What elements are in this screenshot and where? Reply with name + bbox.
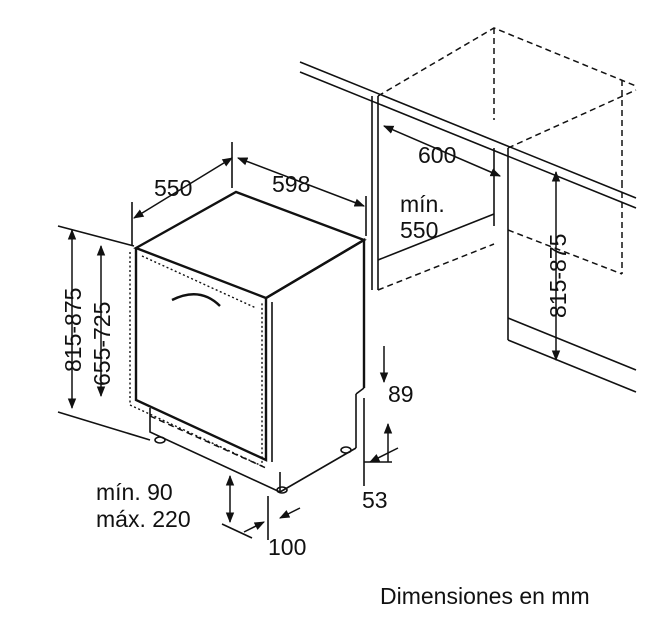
total-height-label: 815-875 [60,288,86,372]
units-caption: Dimensiones en mm [380,583,590,609]
foot-height-dimension [221,474,253,539]
plinth-dimensions [363,346,399,486]
plinth-top-label: 89 [388,381,414,407]
niche-width-dimension [383,125,501,177]
depth-dimension [131,142,233,246]
total-height-dimension [57,225,151,441]
niche-min-value: 550 [400,217,438,243]
niche-height-label: 815-875 [545,234,571,318]
foot-depth-dimension [243,496,301,540]
plinth-bottom-label: 53 [362,487,388,513]
niche-outline [299,27,637,393]
foot-min-label: mín. 90 [96,479,173,505]
door-height-label: 655-725 [89,302,115,386]
niche-min-label: mín. [400,191,445,217]
width-label: 598 [272,171,310,197]
dishwasher-body [129,190,367,494]
foot-depth-label: 100 [268,534,306,560]
foot-max-label: máx. 220 [96,506,191,532]
depth-label: 550 [154,175,192,201]
niche-width-label: 600 [418,142,456,168]
width-dimension [237,157,367,236]
door-handle [171,293,221,307]
